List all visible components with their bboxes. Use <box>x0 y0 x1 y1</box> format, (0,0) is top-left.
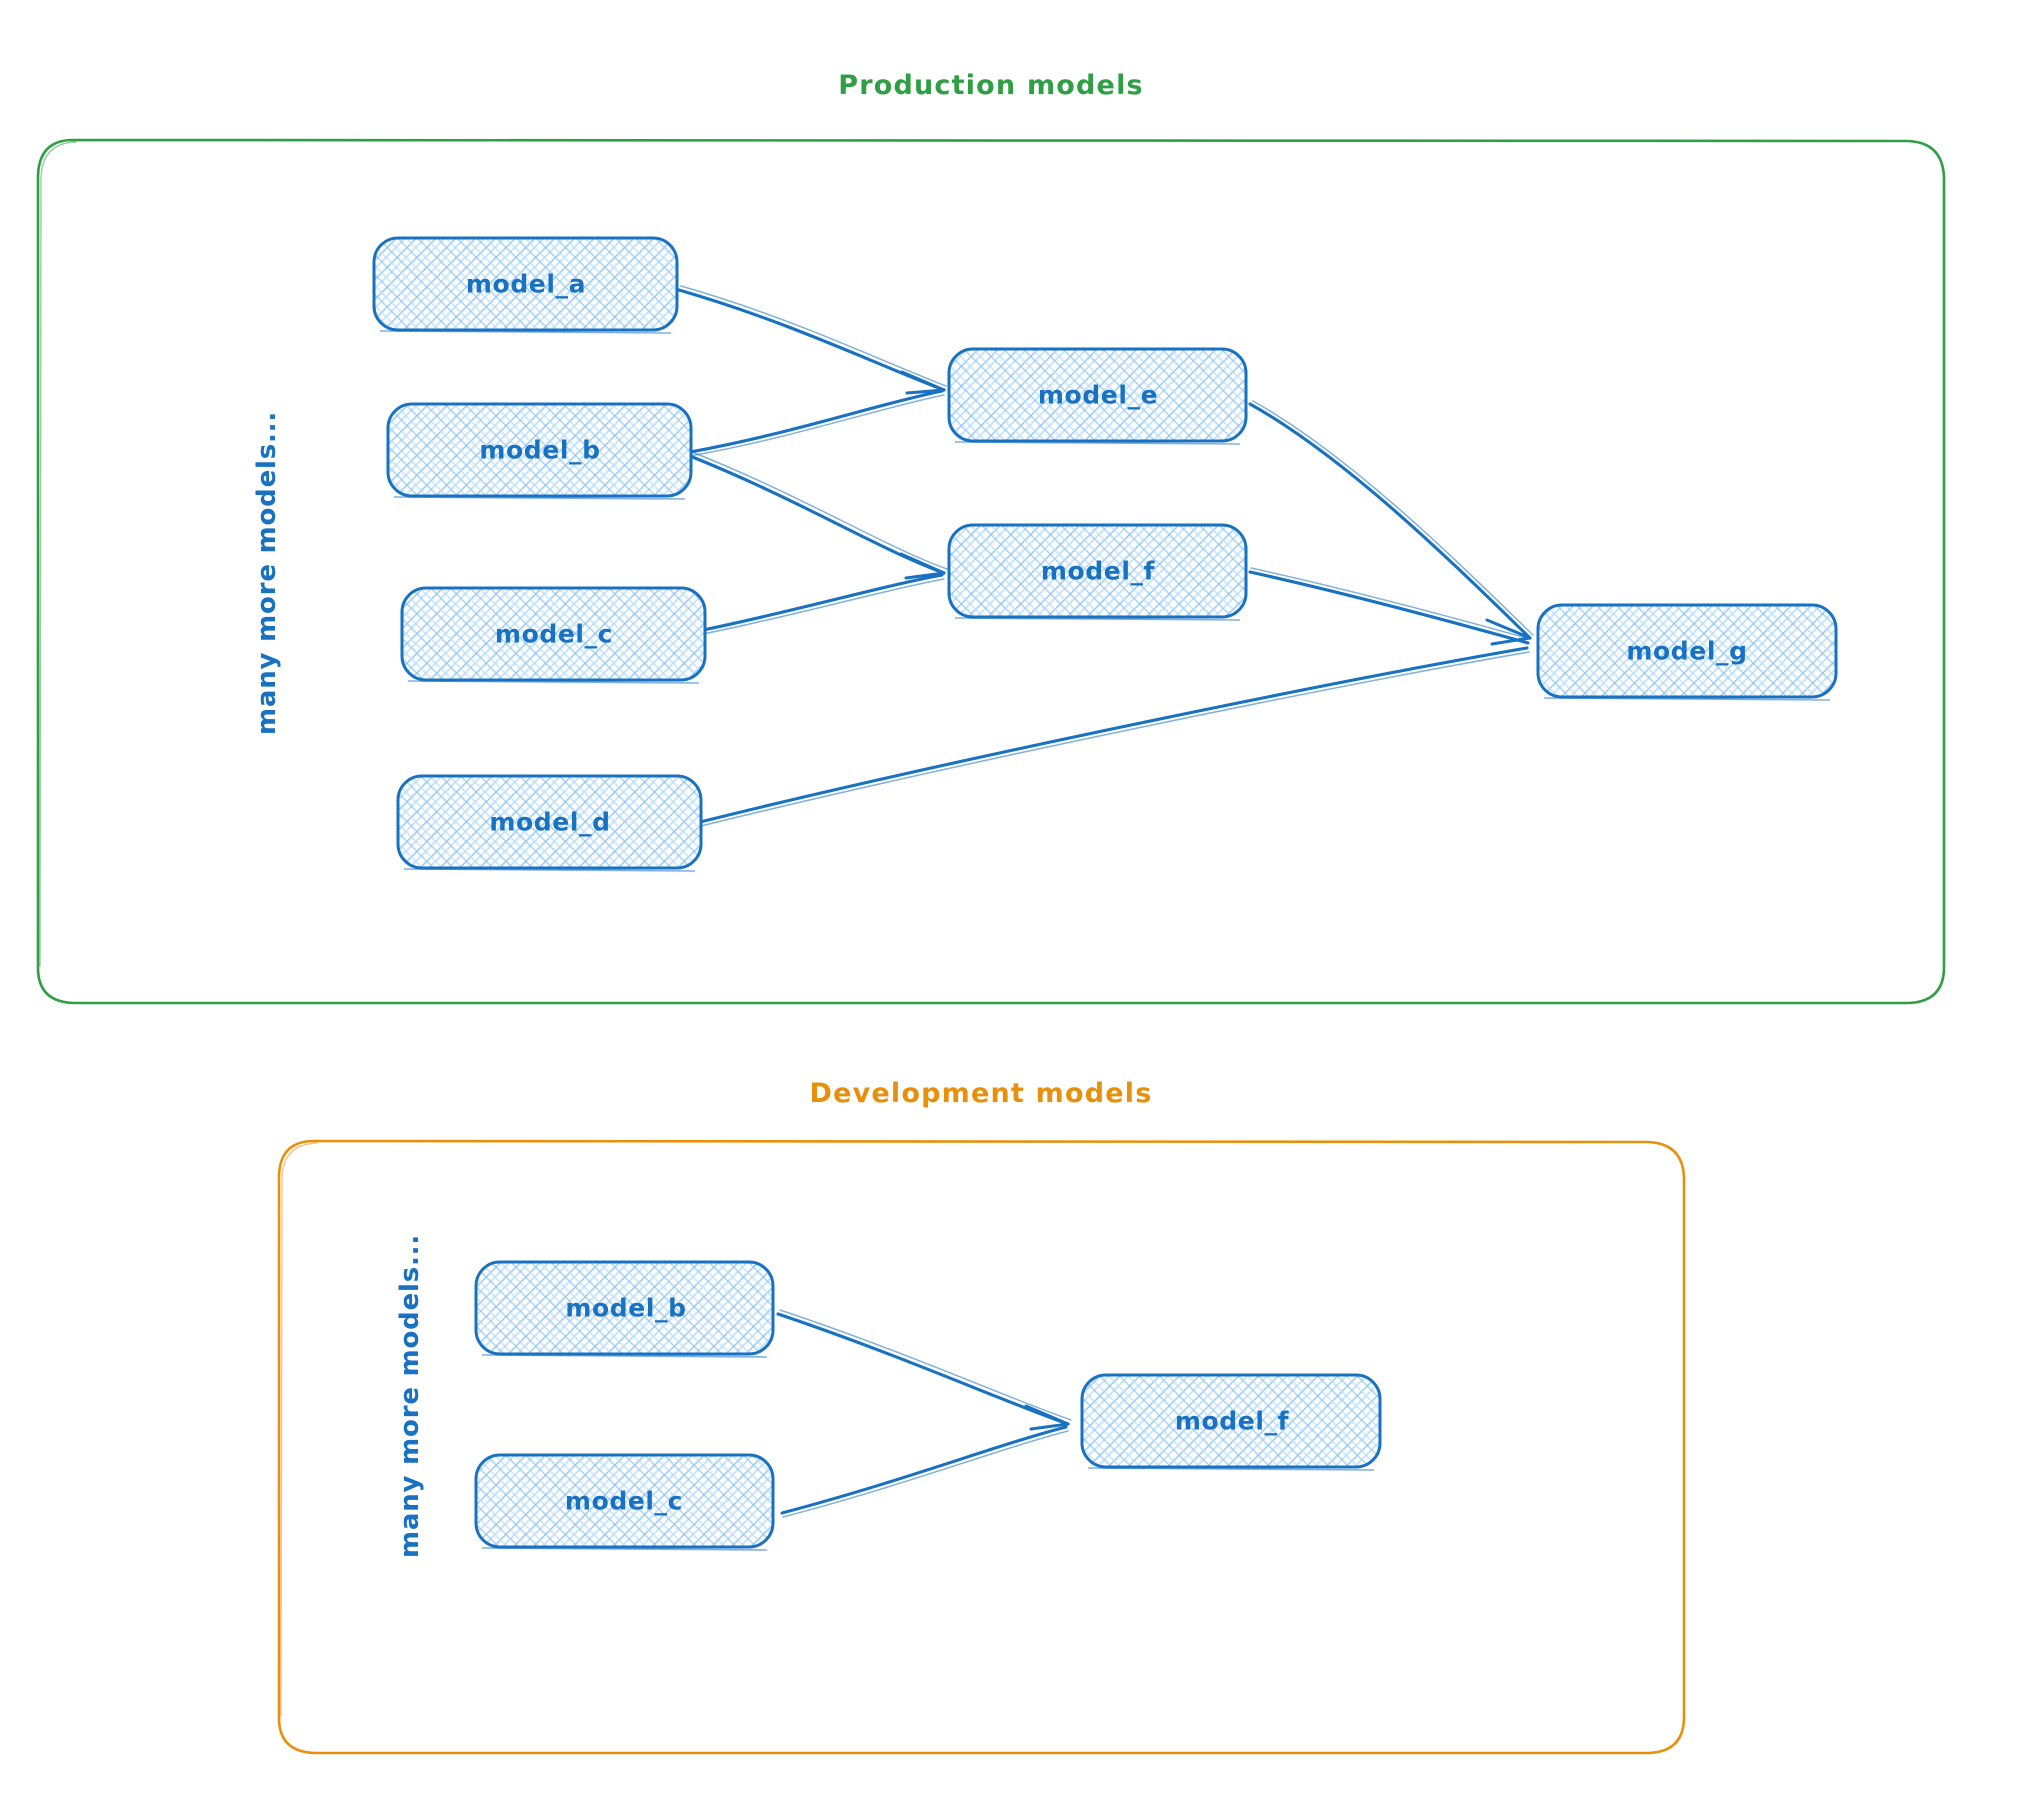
node-model-d[interactable] <box>396 774 703 872</box>
edge-dev-model-c-to-model-f <box>780 1425 1069 1518</box>
edge-model-a-to-model-e <box>677 285 947 395</box>
edge-model-c-to-model-f <box>701 573 945 635</box>
edge-dev-model-b-to-model-f <box>776 1309 1072 1431</box>
edge-model-f-to-model-g <box>1248 567 1531 645</box>
production-edges <box>677 285 1534 827</box>
node-model-g[interactable] <box>1536 603 1838 701</box>
node-model-e[interactable] <box>947 347 1248 445</box>
development-edges <box>776 1309 1072 1518</box>
edge-model-d-to-model-d-to-model-g <box>698 646 1530 827</box>
production-nodes <box>372 236 1838 872</box>
edge-model-b-to-model-e <box>688 389 945 457</box>
development-many-more-models-label: many more models... <box>395 1233 425 1558</box>
production-group-frame <box>36 138 1946 1005</box>
development-group-title: Development models <box>809 1078 1153 1109</box>
edge-model-b-to-model-f <box>688 451 948 580</box>
node-model-f[interactable] <box>947 523 1248 621</box>
node-model-c[interactable] <box>400 586 707 684</box>
node-model-a[interactable] <box>372 236 679 334</box>
edge-model-e-to-model-g <box>1248 400 1534 646</box>
development-nodes <box>474 1260 1382 1551</box>
node-dev-model-b[interactable] <box>474 1260 775 1358</box>
production-many-more-models-label: many more models... <box>252 410 282 735</box>
node-model-b[interactable] <box>386 402 693 500</box>
node-dev-model-f[interactable] <box>1080 1373 1382 1471</box>
production-group-title: Production models <box>838 70 1144 101</box>
node-dev-model-c[interactable] <box>474 1453 775 1551</box>
development-group-frame <box>277 1139 1686 1755</box>
